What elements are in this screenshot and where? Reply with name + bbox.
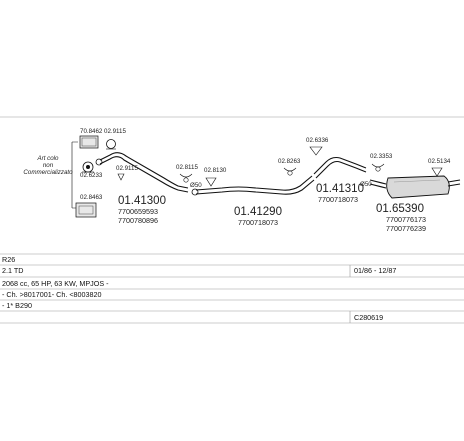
rear-clamp-icon-1	[371, 163, 385, 172]
accessory-label-1: 70.8462	[80, 128, 103, 135]
middle-clip-label-2: 02.8130	[204, 167, 227, 174]
accessories-note-line-3: Commercializzato	[23, 169, 73, 176]
accessories-bracket-ends	[72, 141, 78, 209]
rear-clamp-icon-2	[431, 167, 443, 177]
rear-part-number: 01.65390	[376, 203, 424, 215]
middle-clamp-icon-1	[179, 173, 193, 183]
accessory-clamp-1: 02.9115	[104, 128, 126, 150]
middle-pipe-assembly: 02.8115 Ø50 02.8130 01.41290 7700718073	[176, 164, 315, 227]
accessory-label-2: 02.9115	[104, 128, 126, 135]
middle-pipe-flange	[191, 188, 199, 196]
front-part-number: 01.41300	[118, 195, 166, 207]
info-row-2-right: 01/86 - 12/87	[354, 266, 396, 275]
rear-mid-clamp-icon-2	[309, 146, 323, 156]
info-row-2-left: 2.1 TD	[2, 266, 23, 275]
rear-mid-clamp-icon-1	[283, 167, 297, 176]
rear-oem-2: 7700776239	[386, 224, 426, 233]
rear-silencer-assembly: 02.3353 Ø50 02.5134 01.65390 7700776173 …	[360, 153, 461, 233]
rear-clip-label-1: 02.3353	[370, 153, 393, 160]
front-clip-icon	[117, 173, 125, 181]
rear-middle-pipe-assembly: 02.8263 02.6336 01.41310 7700718073	[278, 137, 367, 204]
rear-mid-clip-label-2: 02.6336	[306, 137, 329, 144]
accessory-label-4: 02.8463	[80, 194, 103, 201]
rear-clip-label-2: 02.5134	[428, 158, 451, 165]
front-pipe-assembly: 02.9115 01.41300 7700659593 7700780896	[95, 152, 189, 225]
rear-flange-mark: Ø50	[360, 181, 372, 188]
accessory-gasket-box-2: 02.8463	[75, 194, 103, 218]
info-row-5-left: - 1* B290	[2, 301, 32, 310]
info-row-4-left: - Ch. >8017001- Ch. <8003820	[2, 290, 102, 299]
rear-oem-1: 7700776173	[386, 215, 426, 224]
rear-middle-pipe	[313, 156, 367, 175]
accessories-note: Art colo non Commercializzato	[23, 155, 73, 176]
accessories-note-line-1: Art colo	[37, 155, 60, 162]
rear-mid-part-number: 01.41310	[316, 183, 364, 195]
rear-mid-oem-1: 7700718073	[318, 195, 358, 204]
info-row-3-left: 2068 cc, 65 HP, 63 KW, MPJOS -	[2, 279, 109, 288]
rear-mid-clip-label-1: 02.8263	[278, 158, 301, 165]
front-pipe	[99, 152, 189, 189]
accessory-label-3: 02.6233	[80, 172, 103, 179]
middle-clamp-icon-2	[205, 177, 217, 187]
front-oem-1: 7700659593	[118, 207, 158, 216]
front-oem-2: 7700780896	[118, 216, 158, 225]
vehicle-info-table: R26 2.1 TD 01/86 - 12/87 2068 cc, 65 HP,…	[0, 253, 464, 324]
accessory-gasket-box: 70.8462	[79, 128, 103, 149]
rear-inlet-pipe	[369, 179, 387, 185]
middle-oem-1: 7700718073	[238, 218, 278, 227]
middle-flange-mark: Ø50	[190, 182, 202, 189]
middle-pipe	[195, 175, 313, 191]
middle-part-number: 01.41290	[234, 206, 282, 218]
accessories-note-line-2: non	[43, 162, 54, 169]
rear-tailpipe	[447, 179, 461, 183]
front-pipe-flange	[95, 158, 103, 166]
rear-silencer-box	[386, 175, 450, 199]
accessory-clamp-2: 02.6233	[80, 161, 103, 179]
middle-clip-label-1: 02.8115	[176, 164, 198, 171]
info-row-1-left: R26	[2, 255, 15, 264]
front-clip-label: 02.9115	[116, 165, 138, 172]
info-row-6-right: C280619	[354, 313, 383, 322]
